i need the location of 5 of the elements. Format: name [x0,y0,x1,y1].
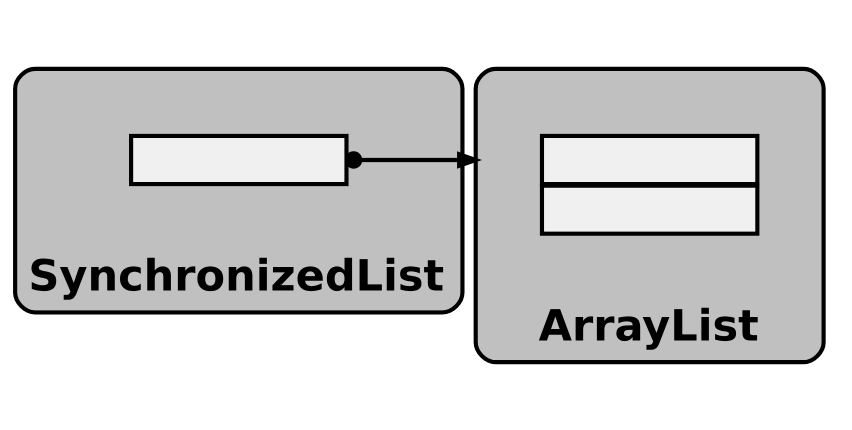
node-box [540,183,760,236]
cluster: SynchronizedList [13,66,465,314]
cluster: ArrayList [474,66,826,364]
node-box [540,133,760,186]
node-box [129,133,349,186]
